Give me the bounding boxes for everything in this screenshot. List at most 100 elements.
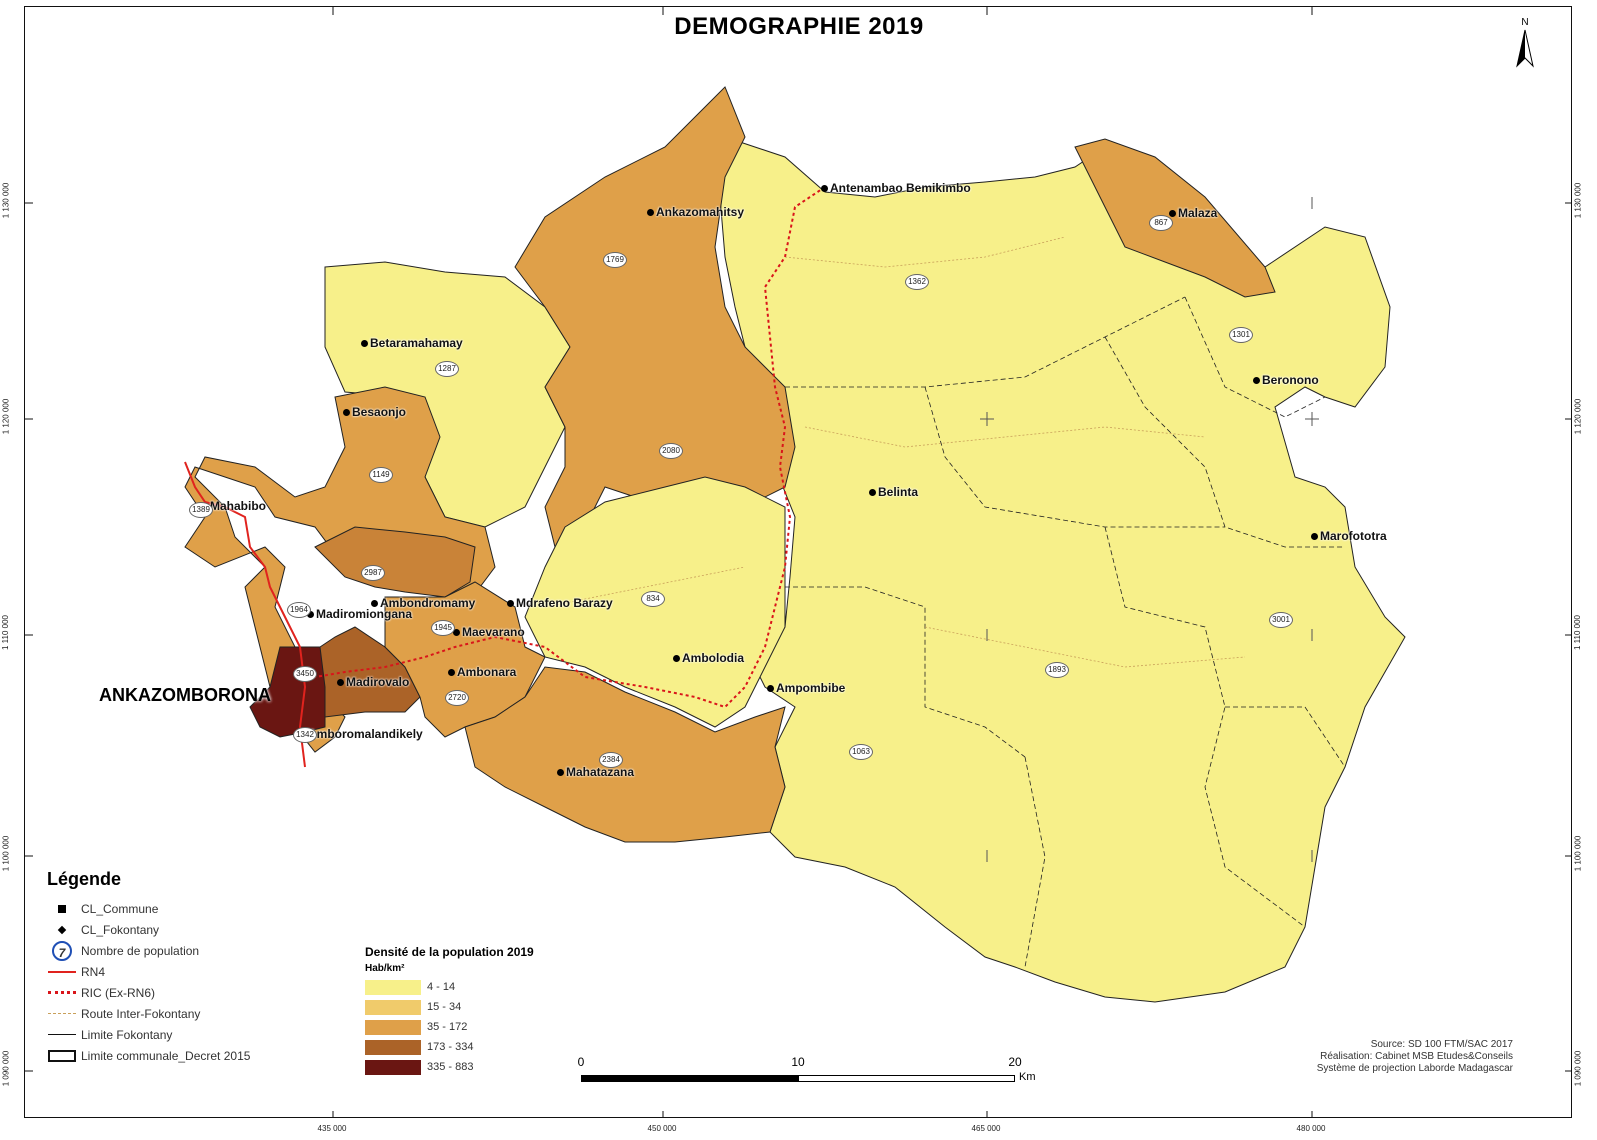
legend-row: Limite communale_Decret 2015: [47, 1045, 347, 1066]
population-badge: 1342: [293, 727, 317, 743]
north-arrow: N: [1513, 17, 1537, 77]
axis-x-tick: 435 000: [317, 1124, 347, 1133]
density-swatch: [365, 999, 421, 1015]
population-badge: 3001: [1269, 612, 1293, 628]
region-mahatazana: [464, 666, 786, 843]
fokontany-label: Madirovalo: [337, 675, 409, 689]
density-class: 35 - 172: [365, 1017, 534, 1037]
axis-ticks: [25, 7, 1571, 1117]
population-badge: 1063: [849, 744, 873, 760]
map-frame: DEMOGRAPHIE 2019 N ANKAZOMBORONA Antenam…: [24, 6, 1572, 1118]
density-class: 4 - 14: [365, 977, 534, 997]
axis-y-tick-right: 1 130 000: [1573, 182, 1583, 219]
fokontany-label: Betaramahamay: [361, 336, 463, 350]
scale-segment-black: [581, 1075, 798, 1082]
ric-road: [314, 186, 826, 709]
axis-x-tick: 465 000: [971, 1124, 1001, 1133]
scale-segment-white: [798, 1075, 1015, 1082]
scale-label-20: 20: [1008, 1055, 1022, 1069]
fokontany-label: Mdrafeno Barazy: [507, 596, 613, 610]
population-badge: 3450: [293, 666, 317, 682]
fokontany-label: Ampombibe: [767, 681, 845, 695]
density-swatch: [365, 1059, 421, 1075]
axis-y-tick-right: 1 090 000: [1573, 1050, 1583, 1087]
population-badge-icon: 7: [47, 940, 77, 961]
density-unit: Hab/km²: [365, 963, 405, 974]
population-badge: 1301: [1229, 327, 1253, 343]
population-badge: 2384: [599, 752, 623, 768]
region-ambondromamy: [314, 526, 476, 598]
legend-row: RIC (Ex-RN6): [47, 982, 347, 1003]
fokontany-label: Mahatazana: [557, 765, 634, 779]
scale-label-10: 10: [791, 1055, 805, 1069]
density-class: 173 - 334: [365, 1037, 534, 1057]
region-east-yellow: [719, 136, 1406, 1003]
fokontany-label: Maevarano: [453, 625, 525, 639]
diamond-icon: [47, 925, 77, 934]
fokontany-label: Ambondromamy: [371, 596, 475, 610]
axis-y-tick: 1 100 000: [1, 835, 11, 872]
population-badge: 1945: [431, 620, 455, 636]
population-badge: 1362: [905, 274, 929, 290]
density-swatch: [365, 979, 421, 995]
axis-y-tick-right: 1 120 000: [1573, 398, 1583, 435]
north-arrow-icon: [1516, 29, 1534, 68]
fokontany-label: Madiromiongana: [307, 607, 412, 621]
legend-title: Légende: [47, 869, 122, 889]
population-badge: 2720: [445, 690, 469, 706]
fokontany-label: Marofototra: [1311, 529, 1387, 543]
density-legend: Densité de la population 2019 Hab/km² 4 …: [365, 945, 534, 1077]
scale-bar: 0 10 20 Km: [577, 1055, 1037, 1095]
population-badge: 1769: [603, 252, 627, 268]
ric-line-icon: [47, 991, 77, 994]
legend-row: CL_Fokontany: [47, 919, 347, 940]
population-badge: 1389: [189, 502, 213, 518]
population-badge: 2080: [659, 443, 683, 459]
fokontany-label: Ankazomahitsy: [647, 205, 744, 219]
fokontany-label: Malaza: [1169, 206, 1217, 220]
region-malaza: [1074, 138, 1276, 298]
population-badge: 1964: [287, 602, 311, 618]
population-badge: 834: [641, 591, 665, 607]
axis-x-tick: 450 000: [647, 1124, 677, 1133]
density-swatch: [365, 1019, 421, 1035]
axis-y-tick: 1 090 000: [1, 1050, 11, 1087]
legend-row: CL_Commune: [47, 898, 347, 919]
axis-y-tick-right: 1 100 000: [1573, 835, 1583, 872]
fokontany-label: Amboromalandikely: [299, 727, 423, 741]
population-badge: 1149: [369, 467, 393, 483]
axis-y-tick: 1 120 000: [1, 398, 11, 435]
fokontany-label: Besaonjo: [343, 405, 406, 419]
legend-row: RN4: [47, 961, 347, 982]
axis-y-tick-right: 1 110 000: [1573, 615, 1582, 650]
map-canvas: [25, 7, 1571, 1117]
axis-y-tick: 1 130 000: [1, 182, 11, 219]
map-title: DEMOGRAPHIE 2019: [674, 13, 924, 40]
legend-row: Route Inter-Fokontany: [47, 1003, 347, 1024]
region-besaonjo: [184, 386, 496, 753]
route-inter-fokontany: [544, 236, 1246, 668]
density-class: 335 - 883: [365, 1057, 534, 1077]
fokontany-label: Beronono: [1253, 373, 1319, 387]
fokontany-label: Antenambao Bemikimbo: [821, 181, 971, 195]
rn4-line-icon: [47, 970, 77, 973]
fokontany-boundaries: [785, 296, 1346, 968]
north-label: N: [1521, 17, 1529, 28]
axis-y-tick: 1 110 000: [1, 615, 10, 650]
square-icon: [47, 904, 77, 913]
scale-label-0: 0: [577, 1055, 585, 1069]
population-badge: 1893: [1045, 662, 1069, 678]
commune-label: ANKAZOMBORONA: [99, 685, 271, 705]
grid-crosses: [980, 197, 1319, 862]
fokontany-label: Ambonara: [448, 665, 516, 679]
density-title: Densité de la population 2019: [365, 945, 534, 959]
source-note: Source: SD 100 FTM/SAC 2017 Réalisation:…: [1316, 1039, 1513, 1074]
route-line-icon: [47, 1013, 77, 1014]
population-badge: 867: [1149, 215, 1173, 231]
legend-row: Limite Fokontany: [47, 1024, 347, 1045]
population-badge: 2987: [361, 565, 385, 581]
fokontany-label: Belinta: [869, 485, 918, 499]
legend: Légende CL_Commune CL_Fokontany 7 Nombre…: [47, 869, 347, 1066]
legend-row: 7 Nombre de population: [47, 940, 347, 961]
limit-line-icon: [47, 1034, 77, 1035]
